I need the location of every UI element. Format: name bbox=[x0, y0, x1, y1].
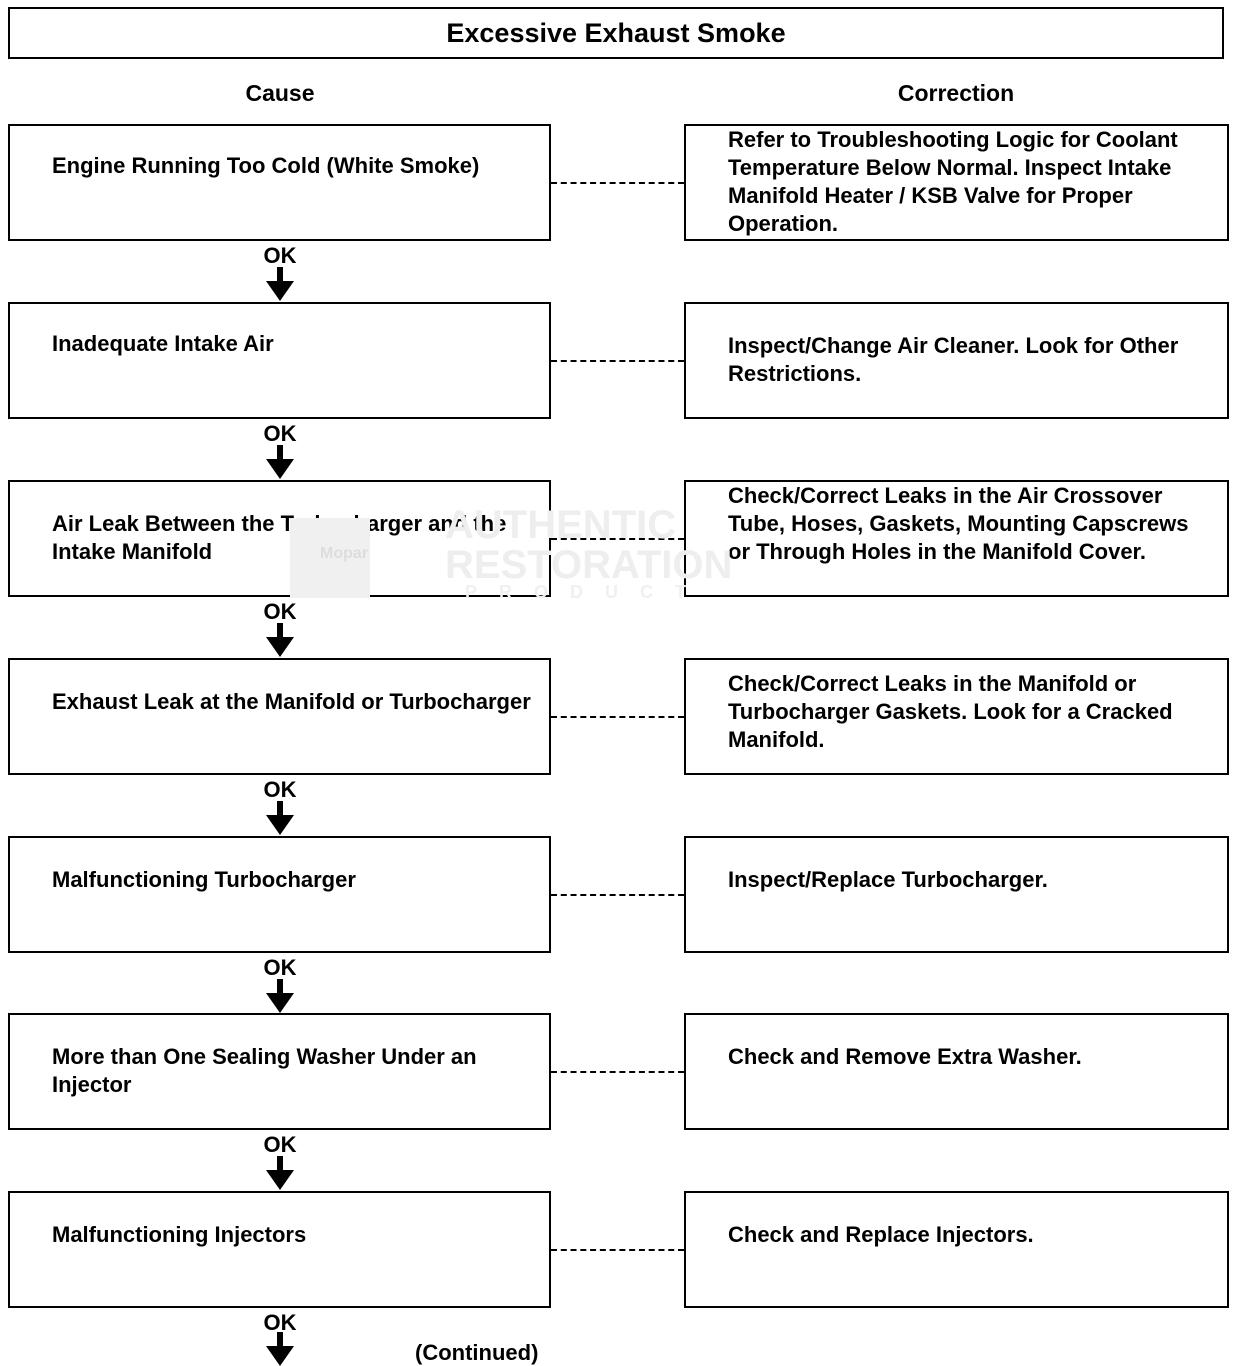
connector-line-3 bbox=[551, 538, 684, 540]
down-arrow-icon bbox=[266, 1332, 294, 1366]
down-arrow-icon bbox=[266, 801, 294, 835]
connector-line-1 bbox=[551, 182, 684, 184]
ok-label-1: OK bbox=[263, 243, 297, 268]
connector-line-7 bbox=[551, 1249, 684, 1251]
connector-line-5 bbox=[551, 894, 684, 896]
correction-box-6: Check and Remove Extra Washer. bbox=[684, 1013, 1229, 1130]
ok-label-5: OK bbox=[263, 955, 297, 980]
connector-line-4 bbox=[551, 716, 684, 718]
correction-box-3: Check/Correct Leaks in the Air Crossover… bbox=[684, 480, 1229, 597]
ok-label-2: OK bbox=[263, 421, 297, 446]
continued-label: (Continued) bbox=[415, 1340, 539, 1365]
cause-column-header: Cause bbox=[245, 80, 315, 106]
down-arrow-icon bbox=[266, 267, 294, 301]
down-arrow-icon bbox=[266, 445, 294, 479]
correction-text-4: Check/Correct Leaks in the Manifold or T… bbox=[728, 671, 1173, 752]
down-arrow-icon bbox=[266, 979, 294, 1013]
cause-box-4: Exhaust Leak at the Manifold or Turbocha… bbox=[8, 658, 551, 775]
connector-line-6 bbox=[551, 1071, 684, 1073]
correction-text-6: Check and Remove Extra Washer. bbox=[728, 1044, 1082, 1069]
flowchart-title: Excessive Exhaust Smoke bbox=[8, 7, 1224, 59]
correction-text-2: Inspect/Change Air Cleaner. Look for Oth… bbox=[728, 333, 1179, 386]
correction-box-2: Inspect/Change Air Cleaner. Look for Oth… bbox=[684, 302, 1229, 419]
down-arrow-icon bbox=[266, 623, 294, 657]
correction-text-1: Refer to Troubleshooting Logic for Coola… bbox=[728, 127, 1178, 236]
ok-label-6: OK bbox=[263, 1132, 297, 1157]
connector-line-2 bbox=[551, 360, 684, 362]
correction-text-5: Inspect/Replace Turbocharger. bbox=[728, 867, 1048, 892]
correction-box-7: Check and Replace Injectors. bbox=[684, 1191, 1229, 1308]
ok-label-3: OK bbox=[263, 599, 297, 624]
ok-label-7: OK bbox=[263, 1310, 297, 1335]
cause-box-5: Malfunctioning Turbocharger bbox=[8, 836, 551, 953]
down-arrow-icon bbox=[266, 1156, 294, 1190]
correction-box-4: Check/Correct Leaks in the Manifold or T… bbox=[684, 658, 1229, 775]
correction-text-7: Check and Replace Injectors. bbox=[728, 1222, 1034, 1247]
correction-box-5: Inspect/Replace Turbocharger. bbox=[684, 836, 1229, 953]
correction-column-header: Correction bbox=[897, 80, 1015, 106]
ok-label-4: OK bbox=[263, 777, 297, 802]
correction-text-3: Check/Correct Leaks in the Air Crossover… bbox=[728, 483, 1189, 564]
correction-box-1: Refer to Troubleshooting Logic for Coola… bbox=[684, 124, 1229, 241]
cause-box-2: Inadequate Intake Air bbox=[8, 302, 551, 419]
cause-box-7: Malfunctioning Injectors bbox=[8, 1191, 551, 1308]
cause-box-1: Engine Running Too Cold (White Smoke) bbox=[8, 124, 551, 241]
cause-box-3: Air Leak Between the Turbocharger and th… bbox=[8, 480, 551, 597]
cause-box-6: More than One Sealing Washer Under an In… bbox=[8, 1013, 551, 1130]
